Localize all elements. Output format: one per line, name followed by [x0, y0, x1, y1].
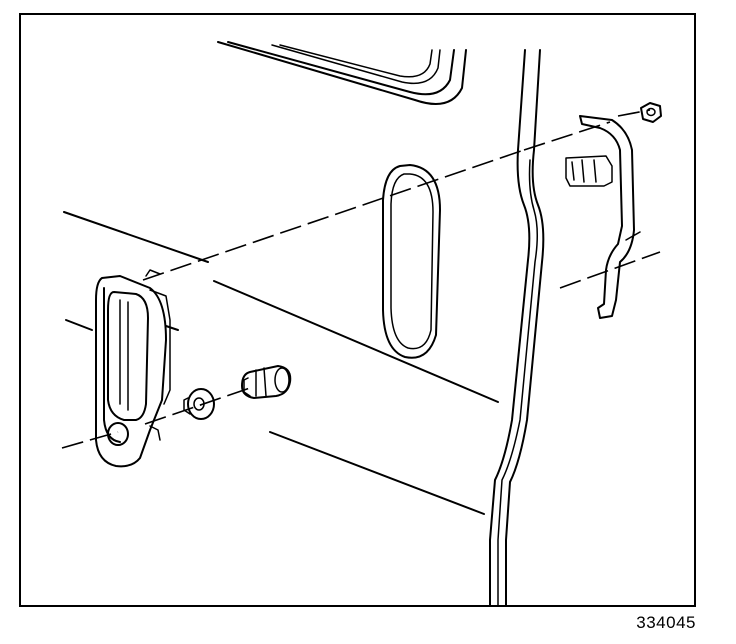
door-pillar-edge [489, 49, 545, 607]
retaining-nut [640, 102, 662, 123]
door-panel-lines [63, 211, 499, 515]
handle-opening [382, 164, 441, 359]
door-window-frame [217, 41, 467, 105]
reinforcement-bracket [565, 115, 641, 319]
exterior-door-handle [95, 269, 171, 468]
figure-number: 334045 [636, 613, 696, 632]
gasket-ring [183, 388, 215, 420]
lock-cylinder [241, 365, 292, 399]
diagram-border [19, 13, 696, 607]
